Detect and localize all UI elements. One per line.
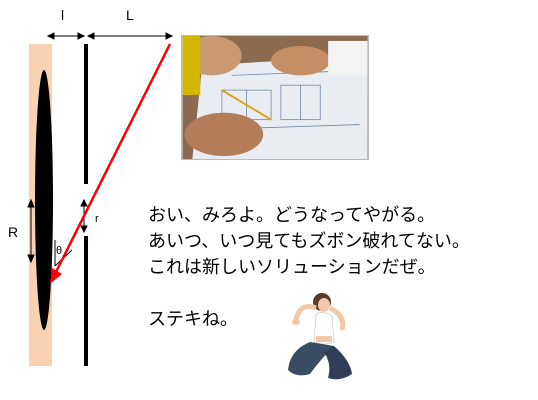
speech-line-4: ステキね。 [148, 309, 238, 330]
dimension-r [80, 198, 88, 234]
speech-text: おい、みろよ。どうなってやがる。 あいつ、いつ見てもズボン破れてない。 これは新… [148, 203, 528, 333]
label-theta: θ [56, 245, 62, 257]
label-l: l [61, 7, 64, 23]
dimension-l [46, 32, 86, 40]
aperture-bottom-bar [84, 236, 88, 366]
speech-line-3: これは新しいソリューションだぜ。 [148, 257, 436, 278]
blueprint-photo-icon [182, 36, 368, 159]
dimension-L [86, 32, 174, 40]
label-R: R [8, 224, 18, 240]
red-ray [52, 43, 172, 277]
label-L: L [126, 7, 134, 23]
blueprint-photo [181, 35, 369, 160]
aperture-top-bar [84, 44, 88, 184]
speech-line-1: おい、みろよ。どうなってやがる。 [148, 205, 436, 226]
dark-ellipse [35, 70, 53, 330]
label-r: r [95, 213, 99, 225]
red-ray-arrowhead [50, 268, 62, 284]
speech-line-2: あいつ、いつ見てもズボン破れてない。 [148, 231, 470, 252]
dimension-R [27, 198, 35, 264]
yoga-woman-icon [288, 293, 352, 380]
